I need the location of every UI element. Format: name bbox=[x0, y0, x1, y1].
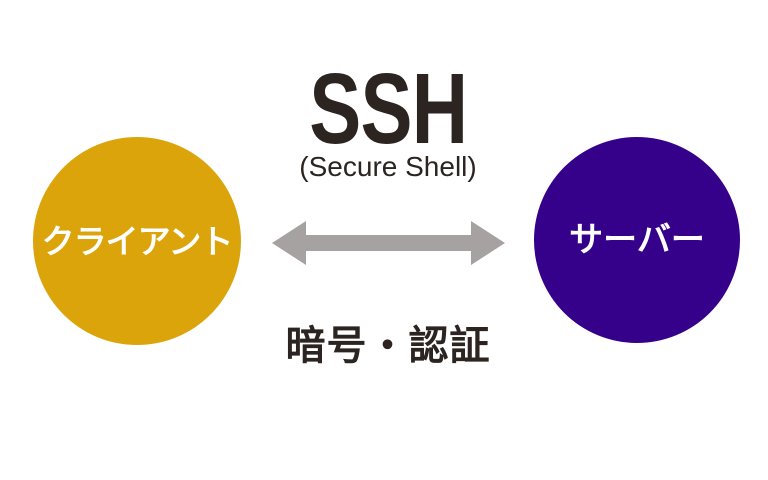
client-node: クライアント bbox=[33, 137, 241, 345]
server-node-label: サーバー bbox=[569, 221, 705, 259]
diagram-title: SSH bbox=[308, 53, 468, 165]
client-node-label: クライアント bbox=[41, 222, 234, 260]
diagram-subtitle-row: (Secure Shell) bbox=[8, 151, 768, 183]
caption-row: 暗号・認証 bbox=[8, 323, 768, 369]
diagram-subtitle: (Secure Shell) bbox=[299, 151, 477, 182]
double-arrow-shape bbox=[272, 221, 505, 265]
server-node: サーバー bbox=[534, 137, 740, 343]
encryption-auth-caption: 暗号・認証 bbox=[285, 324, 491, 368]
double-arrow-icon bbox=[272, 221, 505, 265]
diagram-title-row: SSH bbox=[8, 59, 768, 159]
